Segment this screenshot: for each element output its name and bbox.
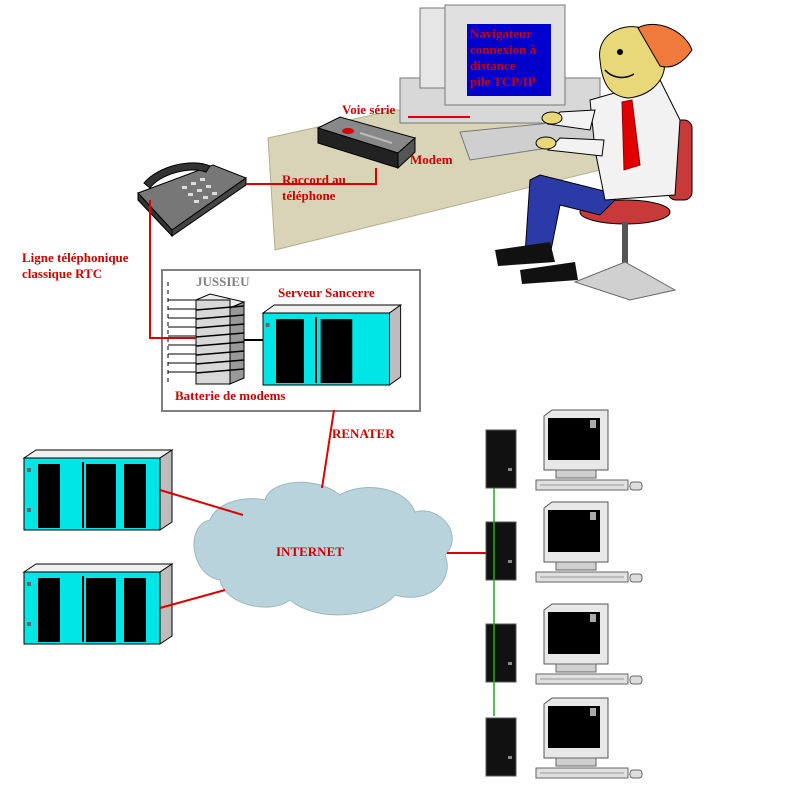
monitor-screen: [467, 24, 551, 96]
renater-label: RENATER: [332, 426, 395, 441]
serial-port-label: Voie série: [342, 102, 396, 117]
navigator-label: Navigateur connexion à distance pile TCP…: [470, 26, 539, 89]
remote-server-top-icon: [23, 449, 173, 531]
jussieu-site-box: [161, 269, 421, 412]
modem-rack-icon: [167, 282, 246, 385]
phone-line-link: [149, 200, 196, 339]
internet-cloud-icon: [193, 481, 453, 616]
modem-label: Modem: [410, 152, 453, 167]
internet-label: INTERNET: [276, 544, 344, 559]
workstation-2-icon: [485, 501, 643, 583]
modem-icon: [316, 116, 417, 170]
modem-bank-label: Batterie de modems: [175, 388, 285, 403]
workstation-1-icon: [485, 409, 643, 491]
server-bottom-internet-link: [159, 589, 226, 609]
user-at-computer-icon: [495, 23, 693, 301]
modem-phone-link: [246, 168, 377, 185]
workstation-3-icon: [485, 603, 643, 685]
server-label: Serveur Sancerre: [278, 285, 375, 300]
server-top-internet-link: [159, 489, 244, 516]
telephone-icon: [137, 162, 248, 238]
jussieu-label: JUSSIEU: [196, 274, 250, 289]
renater-link: [321, 409, 335, 489]
phone-line-label: Ligne téléphonique classique RTC: [22, 250, 132, 281]
remote-server-bottom-icon: [23, 563, 173, 645]
server-sancerre-icon: [261, 304, 403, 386]
workstation-4-icon: [485, 697, 643, 779]
phone-connection-label: Raccord au téléphone: [282, 172, 349, 203]
